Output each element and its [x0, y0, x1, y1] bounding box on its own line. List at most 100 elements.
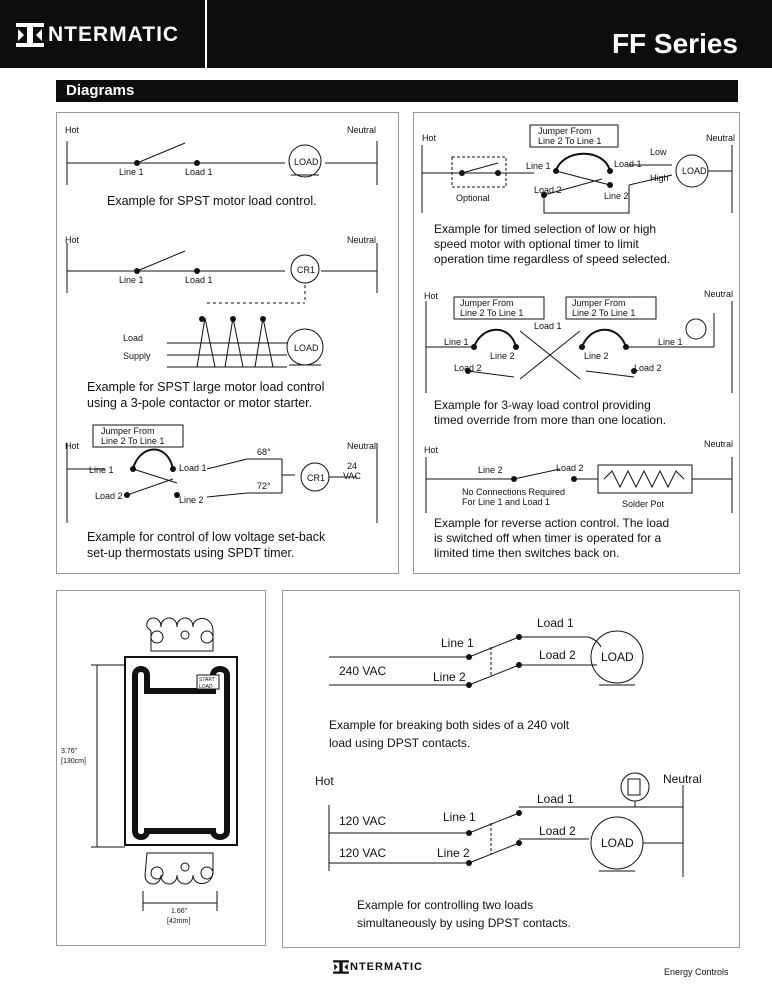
d1-load-label: LOAD	[294, 157, 319, 167]
d1-neutral-label: Neutral	[347, 125, 376, 135]
d4-line2-label: Line 2	[604, 191, 629, 201]
d3-72-label: 72°	[257, 481, 271, 491]
panel-right-diagrams: Hot Neutral Jumper From Line 2 To Line 1…	[413, 112, 740, 574]
d5-line2-left-label: Line 2	[490, 351, 515, 361]
d4-load-label: LOAD	[682, 166, 707, 176]
d7-load1-label: Load 1	[537, 616, 574, 630]
d4-high-label: High	[650, 173, 669, 183]
d4-load2-label: Load 2	[534, 185, 562, 195]
d1-hot-label: Hot	[65, 125, 80, 135]
d5-jumper-right-1: Jumper From	[572, 298, 626, 308]
panel-device-dimensions: 3.76" [130cm] 1.66" [42mm] START LOAD	[56, 590, 266, 946]
d5-hot-label: Hot	[424, 291, 439, 301]
d3-jumper-label-2: Line 2 To Line 1	[101, 436, 164, 446]
footer-brand-name: NTERMATIC	[350, 961, 423, 973]
d7-voltage-label: 240 VAC	[339, 664, 386, 678]
d8-caption-2: simultaneously by using DPST contacts.	[357, 916, 571, 930]
d5-caption-2: timed override from more than one locati…	[434, 413, 666, 427]
device-height-label-1: 3.76"	[61, 748, 78, 755]
d7-line2-label: Line 2	[433, 670, 466, 684]
d4-jumper-label-1: Jumper From	[538, 126, 592, 136]
d6-note-2: For Line 1 and Load 1	[462, 497, 550, 507]
d3-cr1-label: CR1	[307, 473, 325, 483]
d4-load1-label: Load 1	[614, 159, 642, 169]
d6-note-1: No Connections Required	[462, 487, 565, 497]
right-diagrams-svg: Hot Neutral Jumper From Line 2 To Line 1…	[421, 124, 735, 560]
d3-24-label: 24	[347, 461, 357, 471]
d1-line1-label: Line 1	[119, 167, 144, 177]
d6-line2-label: Line 2	[478, 465, 503, 475]
d4-caption-2: speed motor with optional timer to limit	[434, 237, 639, 251]
d5-load2-left-label: Load 2	[454, 363, 482, 373]
brand-name: NTERMATIC	[48, 23, 180, 46]
d5-load1-label: Load 1	[534, 321, 562, 331]
d5-neutral-label: Neutral	[704, 289, 733, 299]
d4-optional-label: Optional	[456, 193, 490, 203]
d3-vac-label: VAC	[343, 471, 361, 481]
d2-load-word: Load	[123, 333, 143, 343]
series-title: FF Series	[611, 28, 738, 59]
footer-tagline: Energy Controls	[664, 967, 729, 977]
d6-hot-label: Hot	[424, 445, 439, 455]
d2-caption-1: Example for SPST large motor load contro…	[87, 380, 324, 394]
d4-hot-label: Hot	[422, 133, 437, 143]
d2-hot-label: Hot	[65, 235, 80, 245]
d6-load2-label: Load 2	[556, 463, 584, 473]
d8-line2-label: Line 2	[437, 846, 470, 860]
intermatic-logo: NTERMATIC	[14, 18, 179, 52]
d7-caption-2: load using DPST contacts.	[329, 736, 470, 750]
d4-line1-label: Line 1	[526, 161, 551, 171]
d2-load1-label: Load 1	[185, 275, 213, 285]
d1-caption: Example for SPST motor load control.	[107, 194, 317, 208]
d4-caption-3: operation time regardless of speed selec…	[434, 252, 670, 266]
d3-line1-label: Line 1	[89, 465, 114, 475]
device-svg: 3.76" [130cm] 1.66" [42mm] START LOAD	[61, 617, 238, 925]
left-diagrams-svg: Hot Neutral Line 1 Load 1 LOAD Example f…	[65, 125, 378, 560]
d8-load2-label: Load 2	[539, 824, 576, 838]
d3-load2-label: Load 2	[95, 491, 123, 501]
d8-load1-label: Load 1	[537, 792, 574, 806]
d6-solder-pot-label: Solder Pot	[622, 499, 665, 509]
d8-load-label: LOAD	[601, 836, 634, 850]
d6-caption-3: limited time then switches back on.	[434, 546, 619, 560]
d3-line2-label: Line 2	[179, 495, 204, 505]
d8-line1-label: Line 1	[443, 810, 476, 824]
d5-load2-right-label: Load 2	[634, 363, 662, 373]
d3-neutral-label: Neutral	[347, 441, 376, 451]
d8-voltage-1-label: 120 VAC	[339, 814, 386, 828]
d4-jumper-label-2: Line 2 To Line 1	[538, 136, 601, 146]
d4-low-label: Low	[650, 147, 667, 157]
d3-68-label: 68°	[257, 447, 271, 457]
d6-caption-2: is switched off when timer is operated f…	[434, 531, 662, 545]
footer-logo: NTERMATIC	[332, 958, 423, 976]
intermatic-logo-mark-icon	[16, 23, 44, 47]
d5-line1-left-label: Line 1	[444, 337, 469, 347]
d4-neutral-label: Neutral	[706, 133, 735, 143]
d5-line1-right-label: Line 1	[658, 337, 683, 347]
d3-caption-1: Example for control of low voltage set-b…	[87, 530, 326, 544]
page-header: NTERMATIC FF Series	[0, 0, 772, 68]
d4-caption-1: Example for timed selection of low or hi…	[434, 222, 656, 236]
d8-hot-label: Hot	[315, 774, 334, 788]
d8-neutral-label: Neutral	[663, 772, 702, 786]
d2-caption-2: using a 3-pole contactor or motor starte…	[87, 396, 312, 410]
d5-line2-right-label: Line 2	[584, 351, 609, 361]
d5-caption-1: Example for 3-way load control providing	[434, 398, 651, 412]
d3-hot-label: Hot	[65, 441, 80, 451]
d8-voltage-2-label: 120 VAC	[339, 846, 386, 860]
d6-caption-1: Example for reverse action control. The …	[434, 516, 669, 530]
device-plate-label-1: START	[199, 677, 215, 683]
d7-load-label: LOAD	[601, 650, 634, 664]
d7-load2-label: Load 2	[539, 648, 576, 662]
device-width-label-2: [42mm]	[167, 918, 190, 925]
footer-logo-mark-icon	[333, 960, 349, 974]
d7-caption-1: Example for breaking both sides of a 240…	[329, 718, 570, 732]
device-width-label-1: 1.66"	[171, 908, 188, 915]
panel-left-diagrams: Hot Neutral Line 1 Load 1 LOAD Example f…	[56, 112, 399, 574]
d2-cr1-label: CR1	[297, 265, 315, 275]
section-bar: Diagrams	[56, 80, 738, 102]
d2-supply-word: Supply	[123, 351, 151, 361]
d2-load-label: LOAD	[294, 343, 319, 353]
d5-jumper-right-2: Line 2 To Line 1	[572, 308, 635, 318]
d5-jumper-left-1: Jumper From	[460, 298, 514, 308]
